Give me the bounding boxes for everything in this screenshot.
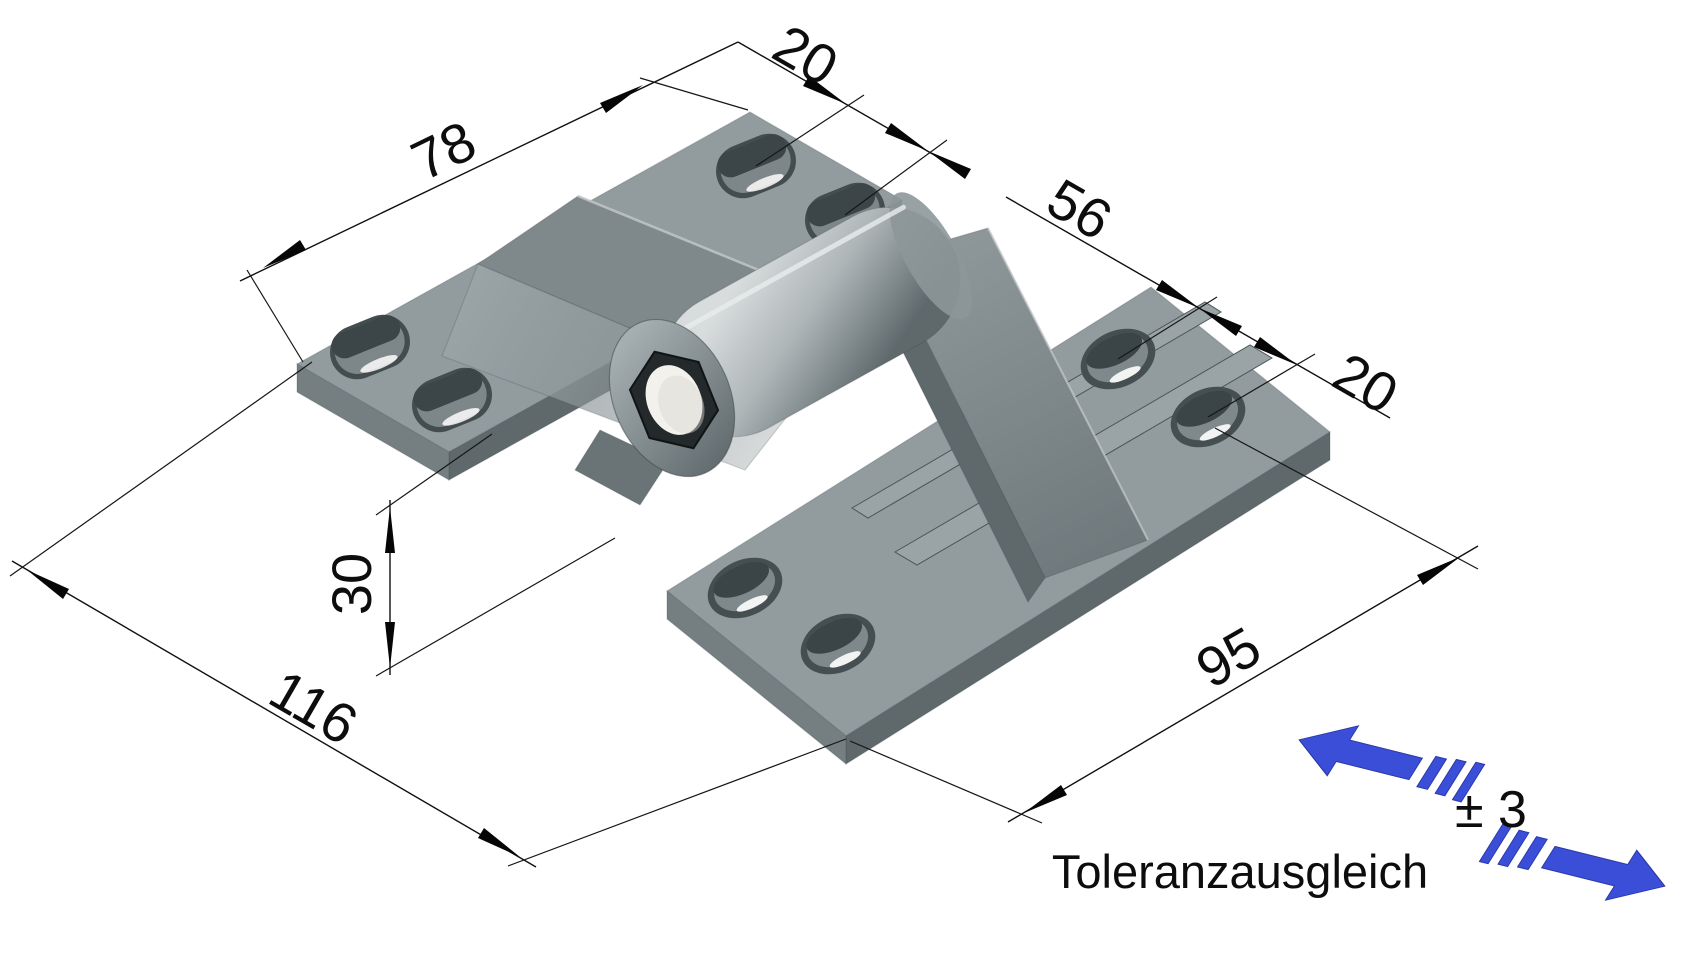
slotted-hole	[716, 133, 796, 199]
hex-nut	[628, 350, 720, 450]
dim-line-116	[11, 560, 537, 868]
caption-toleranzausgleich: Toleranzausgleich	[1052, 845, 1428, 898]
slotted-hole	[330, 314, 410, 380]
left-plate-side-face	[296, 362, 450, 482]
blue-arrow-icon	[1540, 845, 1666, 901]
dim-line-95	[1007, 545, 1479, 823]
dim-label-left-plate-length: 78	[402, 109, 486, 193]
dim-label-slot-length-right: 20	[1323, 340, 1408, 426]
pivot-lug	[608, 318, 736, 478]
dim-label-overall-width: 116	[259, 658, 368, 757]
pin-cap	[645, 365, 703, 435]
tolerance-value-label: ± 3	[1455, 781, 1527, 839]
blue-arrow-icon	[1298, 725, 1424, 781]
dim-label-slot-length-top: 20	[763, 12, 848, 98]
dim-label-center-distance: 56	[1037, 166, 1122, 252]
mounting-hole	[800, 613, 876, 675]
pivot-barrel	[661, 192, 973, 438]
dim-label-base-height: 30	[320, 553, 383, 615]
tolerance-direction-arrow-right	[1478, 823, 1666, 901]
right-plate-side-face	[666, 589, 847, 766]
slotted-hole	[412, 367, 492, 433]
dim-label-right-plate-length: 95	[1186, 614, 1271, 700]
tolerance-direction-arrow-left	[1298, 725, 1486, 803]
mounting-hole	[707, 557, 783, 619]
